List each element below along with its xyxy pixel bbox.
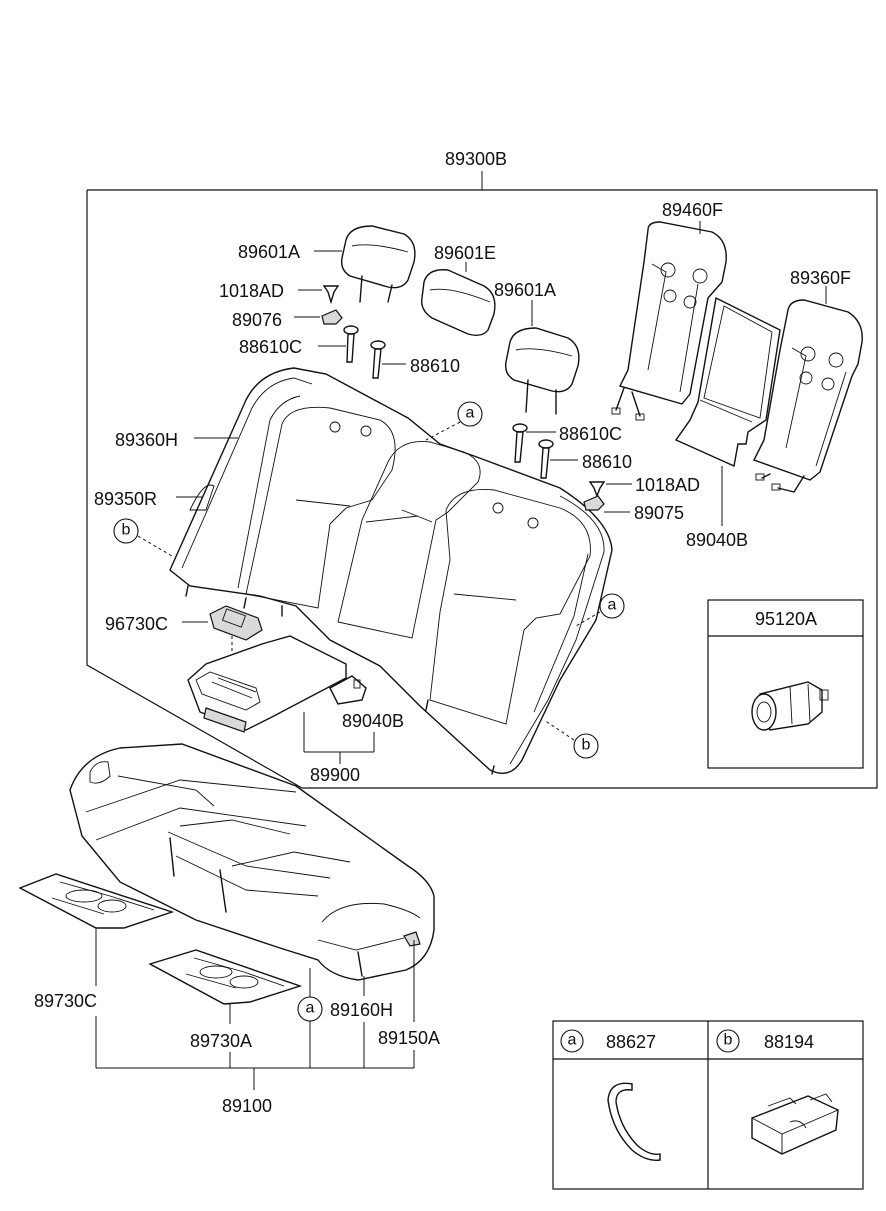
clip-89076[interactable] [321, 309, 343, 325]
headrest-center[interactable] [421, 269, 496, 337]
label-89300B[interactable]: 89300B [445, 149, 507, 169]
label-88627[interactable]: 88627 [606, 1032, 656, 1052]
legend-a-circle [560, 1029, 584, 1053]
label-89360H[interactable]: 89360H [115, 430, 178, 450]
headrest-left[interactable] [340, 225, 416, 303]
label-96730C[interactable]: 96730C [105, 614, 168, 634]
guide-top-c[interactable] [343, 325, 359, 363]
bolt-mid[interactable] [588, 481, 606, 498]
seatback-center-frame[interactable] [674, 296, 781, 468]
hook-88627-icon[interactable] [607, 1082, 661, 1161]
label-89601E[interactable]: 89601E [434, 243, 496, 263]
power-socket-icon[interactable] [751, 681, 829, 731]
label-89730C[interactable]: 89730C [34, 991, 97, 1011]
label-88610-top[interactable]: 88610 [410, 356, 460, 376]
label-88194[interactable]: 88194 [764, 1032, 814, 1052]
legend-b-circle [716, 1029, 740, 1053]
label-89040B-right[interactable]: 89040B [686, 530, 748, 550]
callout-b-left[interactable] [113, 518, 139, 544]
callout-b-right-text: b [582, 737, 591, 754]
callout-a-right[interactable] [599, 593, 625, 619]
socket-box [707, 599, 864, 769]
legend-a-letter: a [568, 1032, 577, 1049]
cushion-leader-bracket [95, 1016, 415, 1090]
label-89076[interactable]: 89076 [232, 310, 282, 330]
label-88610C-mid[interactable]: 88610C [559, 424, 622, 444]
seatback-frame-89460F[interactable] [611, 221, 727, 421]
label-1018AD-mid[interactable]: 1018AD [635, 475, 700, 495]
clip-88194-icon[interactable] [751, 1093, 839, 1155]
guide-top[interactable] [370, 340, 386, 379]
legend-b-letter: b [724, 1032, 733, 1049]
legend-box [552, 1020, 864, 1190]
armrest-leader-bracket [303, 712, 375, 764]
headrest-right[interactable] [504, 327, 580, 415]
label-89460F[interactable]: 89460F [662, 200, 723, 220]
switch-96730C[interactable] [209, 605, 263, 641]
label-89040B-armrest[interactable]: 89040B [342, 711, 404, 731]
label-1018AD-top[interactable]: 1018AD [219, 281, 284, 301]
label-89601A-right[interactable]: 89601A [494, 280, 556, 300]
callout-a-right-text: a [608, 597, 617, 614]
label-89730A[interactable]: 89730A [190, 1031, 252, 1051]
seat-heater-89730C[interactable] [18, 873, 175, 929]
seat-cushion[interactable] [69, 743, 435, 981]
label-89360F[interactable]: 89360F [790, 268, 851, 288]
guide-mid[interactable] [538, 439, 554, 479]
seatback-pad-89350R[interactable] [189, 484, 215, 511]
callout-b-right[interactable] [573, 733, 599, 759]
label-89100[interactable]: 89100 [222, 1096, 272, 1116]
callout-b-left-text: b [122, 522, 131, 539]
seatback-assembly[interactable] [169, 367, 613, 775]
label-89350R[interactable]: 89350R [94, 489, 157, 509]
seatback-cover-89360F[interactable] [753, 299, 863, 493]
label-89150A[interactable]: 89150A [378, 1028, 440, 1048]
assembly-frame [86, 171, 878, 789]
label-89601A-left[interactable]: 89601A [238, 242, 300, 262]
guide-mid-c[interactable] [512, 423, 528, 463]
label-95120A[interactable]: 95120A [755, 609, 817, 629]
label-89160H[interactable]: 89160H [330, 1000, 393, 1020]
callout-a-top-text: a [466, 405, 475, 422]
label-89075[interactable]: 89075 [634, 503, 684, 523]
label-88610-mid[interactable]: 88610 [582, 452, 632, 472]
bolt-top[interactable] [322, 285, 340, 305]
callout-a-top[interactable] [457, 401, 483, 427]
callout-a-cushion-text: a [306, 1000, 315, 1017]
label-89900[interactable]: 89900 [310, 765, 360, 785]
seat-heater-89730A[interactable] [148, 949, 303, 1005]
clip-89075[interactable] [583, 495, 605, 511]
label-88610C-top[interactable]: 88610C [239, 337, 302, 357]
armrest-89900[interactable] [187, 635, 367, 733]
